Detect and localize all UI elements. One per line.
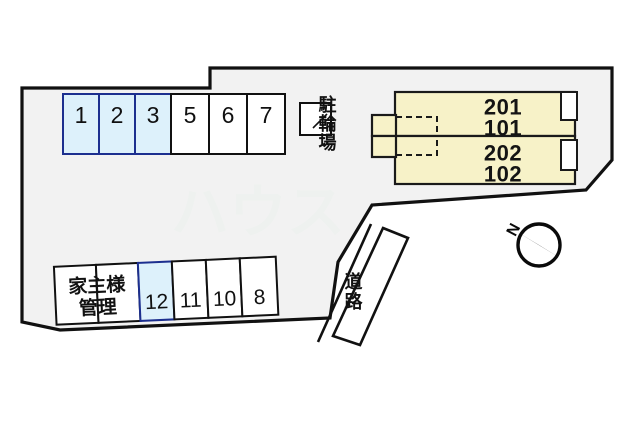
building-stair-notch-upper <box>560 91 578 121</box>
road-polygon <box>331 226 410 347</box>
parking-stall-3-cell[interactable] <box>134 93 172 155</box>
parking-stall-8[interactable]: 8 <box>238 255 280 318</box>
building-unit-row-2[interactable] <box>393 134 577 186</box>
parking-stall-6[interactable]: 6 <box>208 93 248 155</box>
owner-managed-label-line2: 管理 <box>78 295 117 320</box>
parking-stall-5-cell[interactable] <box>170 93 210 155</box>
top-parking-row: 1 2 3 5 6 <box>62 93 286 155</box>
parking-stall-6-label: 6 <box>222 102 235 128</box>
parking-stall-5[interactable]: 5 <box>170 93 210 155</box>
parking-stall-2-label: 2 <box>111 102 124 128</box>
parking-stall-1-cell[interactable] <box>62 93 100 155</box>
parking-stall-8-cell[interactable] <box>238 255 280 318</box>
building-stair-notch-lower <box>560 139 578 171</box>
building-corridor-stub-upper <box>370 113 398 138</box>
building-unit-label-101: 101 <box>484 116 522 141</box>
building-unit-label-201: 201 <box>484 95 522 120</box>
parking-stall-8-label: 8 <box>253 286 266 310</box>
parking-stall-12[interactable]: 12 <box>136 260 176 322</box>
parking-stall-11[interactable]: 11 <box>170 258 210 321</box>
parking-stall-2[interactable]: 2 <box>98 93 136 155</box>
parking-stall-7[interactable]: 7 <box>246 93 286 155</box>
bicycle-parking-box[interactable] <box>299 102 332 136</box>
bicycle-parking-leader-line <box>312 113 328 129</box>
parking-stall-12-label: 12 <box>144 290 168 314</box>
parking-stall-3-label: 3 <box>147 102 160 128</box>
building-unit-label-102: 102 <box>484 162 522 187</box>
parking-stall-1-label: 1 <box>75 102 88 128</box>
bottom-parking-row: 家主様 管理 12 11 10 8 <box>52 255 280 326</box>
road-label: 道路 <box>342 271 363 312</box>
parking-stall-10[interactable]: 10 <box>204 257 244 319</box>
parking-stall-1[interactable]: 1 <box>62 93 100 155</box>
building-unit-label-202: 202 <box>484 141 522 166</box>
owner-managed-label-line1: 家主様 <box>68 273 127 299</box>
apartment-building: 201 101 202 102 <box>370 90 578 187</box>
building-corridor-dashed-lower <box>396 137 438 156</box>
parking-stall-owner-managed[interactable]: 家主様 管理 <box>52 261 142 326</box>
parking-stall-3[interactable]: 3 <box>134 93 172 155</box>
compass-rose: N <box>504 221 562 268</box>
parking-stall-11-label: 11 <box>179 289 202 313</box>
building-corridor-stub-lower <box>370 134 398 159</box>
watermark-text: ハウス <box>171 178 345 246</box>
compass-needle <box>519 233 560 258</box>
bicycle-parking-area: 駐輪場 <box>299 94 337 152</box>
parking-stall-5-label: 5 <box>184 102 197 128</box>
building-corridor-dashed-upper <box>396 116 438 136</box>
road-area: 道路 <box>316 223 410 347</box>
parking-stall-10-label: 10 <box>212 287 236 311</box>
parking-stall-7-cell[interactable] <box>246 93 286 155</box>
road-edge-line <box>316 223 373 343</box>
parking-stall-7-label: 7 <box>260 102 273 128</box>
bicycle-parking-label: 駐輪場 <box>316 94 337 152</box>
